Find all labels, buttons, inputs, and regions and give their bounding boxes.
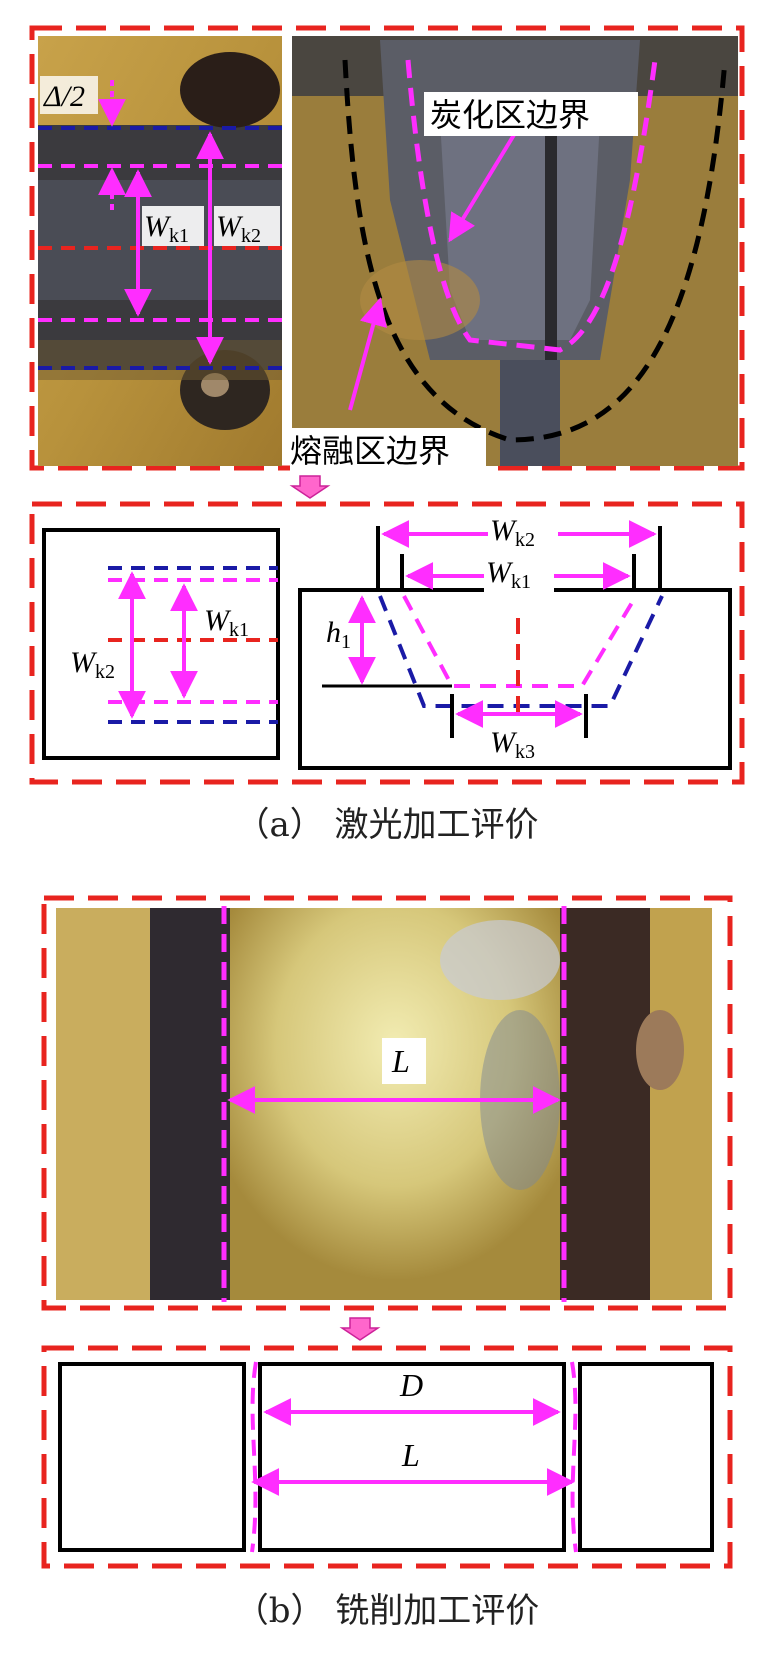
wk1-right-label: Wk1 bbox=[486, 556, 531, 593]
carbonized-pointer bbox=[448, 123, 522, 243]
photo-b-L-label: L bbox=[391, 1043, 410, 1079]
wk2-right-label-bg bbox=[488, 510, 558, 550]
h1-label: h1 bbox=[326, 616, 351, 653]
down-arrow-a bbox=[289, 475, 331, 499]
photo-b-L-label-bg bbox=[382, 1038, 426, 1084]
schematic-b-D-label: D bbox=[399, 1367, 423, 1403]
wk2-schematic-label: Wk2 bbox=[70, 646, 115, 683]
right-block bbox=[578, 1362, 714, 1552]
panel-b-photo-frame bbox=[41, 895, 733, 1311]
panel-a-schematic-frame bbox=[29, 501, 745, 785]
wk2-right-label: Wk2 bbox=[490, 514, 535, 551]
panel-b-schematic-frame bbox=[41, 1345, 733, 1569]
melt-boundary-curve bbox=[342, 59, 728, 443]
carbonized-label: 炭化区边界 bbox=[430, 96, 590, 134]
caption-b: （b） 铣削加工评价 bbox=[235, 1591, 540, 1631]
schematic-b-left-boundary bbox=[250, 1361, 258, 1553]
melt-label-bg bbox=[290, 428, 486, 472]
carbonized-label-bg bbox=[424, 92, 638, 136]
left-block bbox=[58, 1362, 246, 1552]
carbonized-boundary-curve bbox=[405, 59, 658, 353]
caption-a: （a） 激光加工评价 bbox=[235, 805, 538, 845]
delta-label-bg bbox=[40, 76, 98, 114]
delta-label: Δ/2 bbox=[43, 80, 85, 113]
wk1-photo-label: Wk1 bbox=[144, 210, 189, 247]
wk2-photo-label: Wk2 bbox=[216, 210, 261, 247]
wk2-photo-label-bg bbox=[214, 206, 280, 246]
down-arrow-b bbox=[339, 1317, 381, 1341]
schematic-b-right-boundary bbox=[570, 1361, 578, 1553]
melt-label: 熔融区边界 bbox=[290, 432, 450, 470]
left-photo-guides bbox=[38, 126, 282, 370]
wk3-label: Wk3 bbox=[490, 726, 535, 763]
middle-block bbox=[258, 1362, 566, 1552]
wk1-schematic-label-left: Wk1 bbox=[204, 604, 249, 641]
wk1-photo-label-bg bbox=[142, 206, 204, 246]
panel-b-photo bbox=[56, 908, 712, 1300]
wk1-right-label-bg bbox=[484, 552, 554, 592]
melt-pointer bbox=[348, 297, 387, 411]
schematic-b-L-label: L bbox=[401, 1437, 420, 1473]
